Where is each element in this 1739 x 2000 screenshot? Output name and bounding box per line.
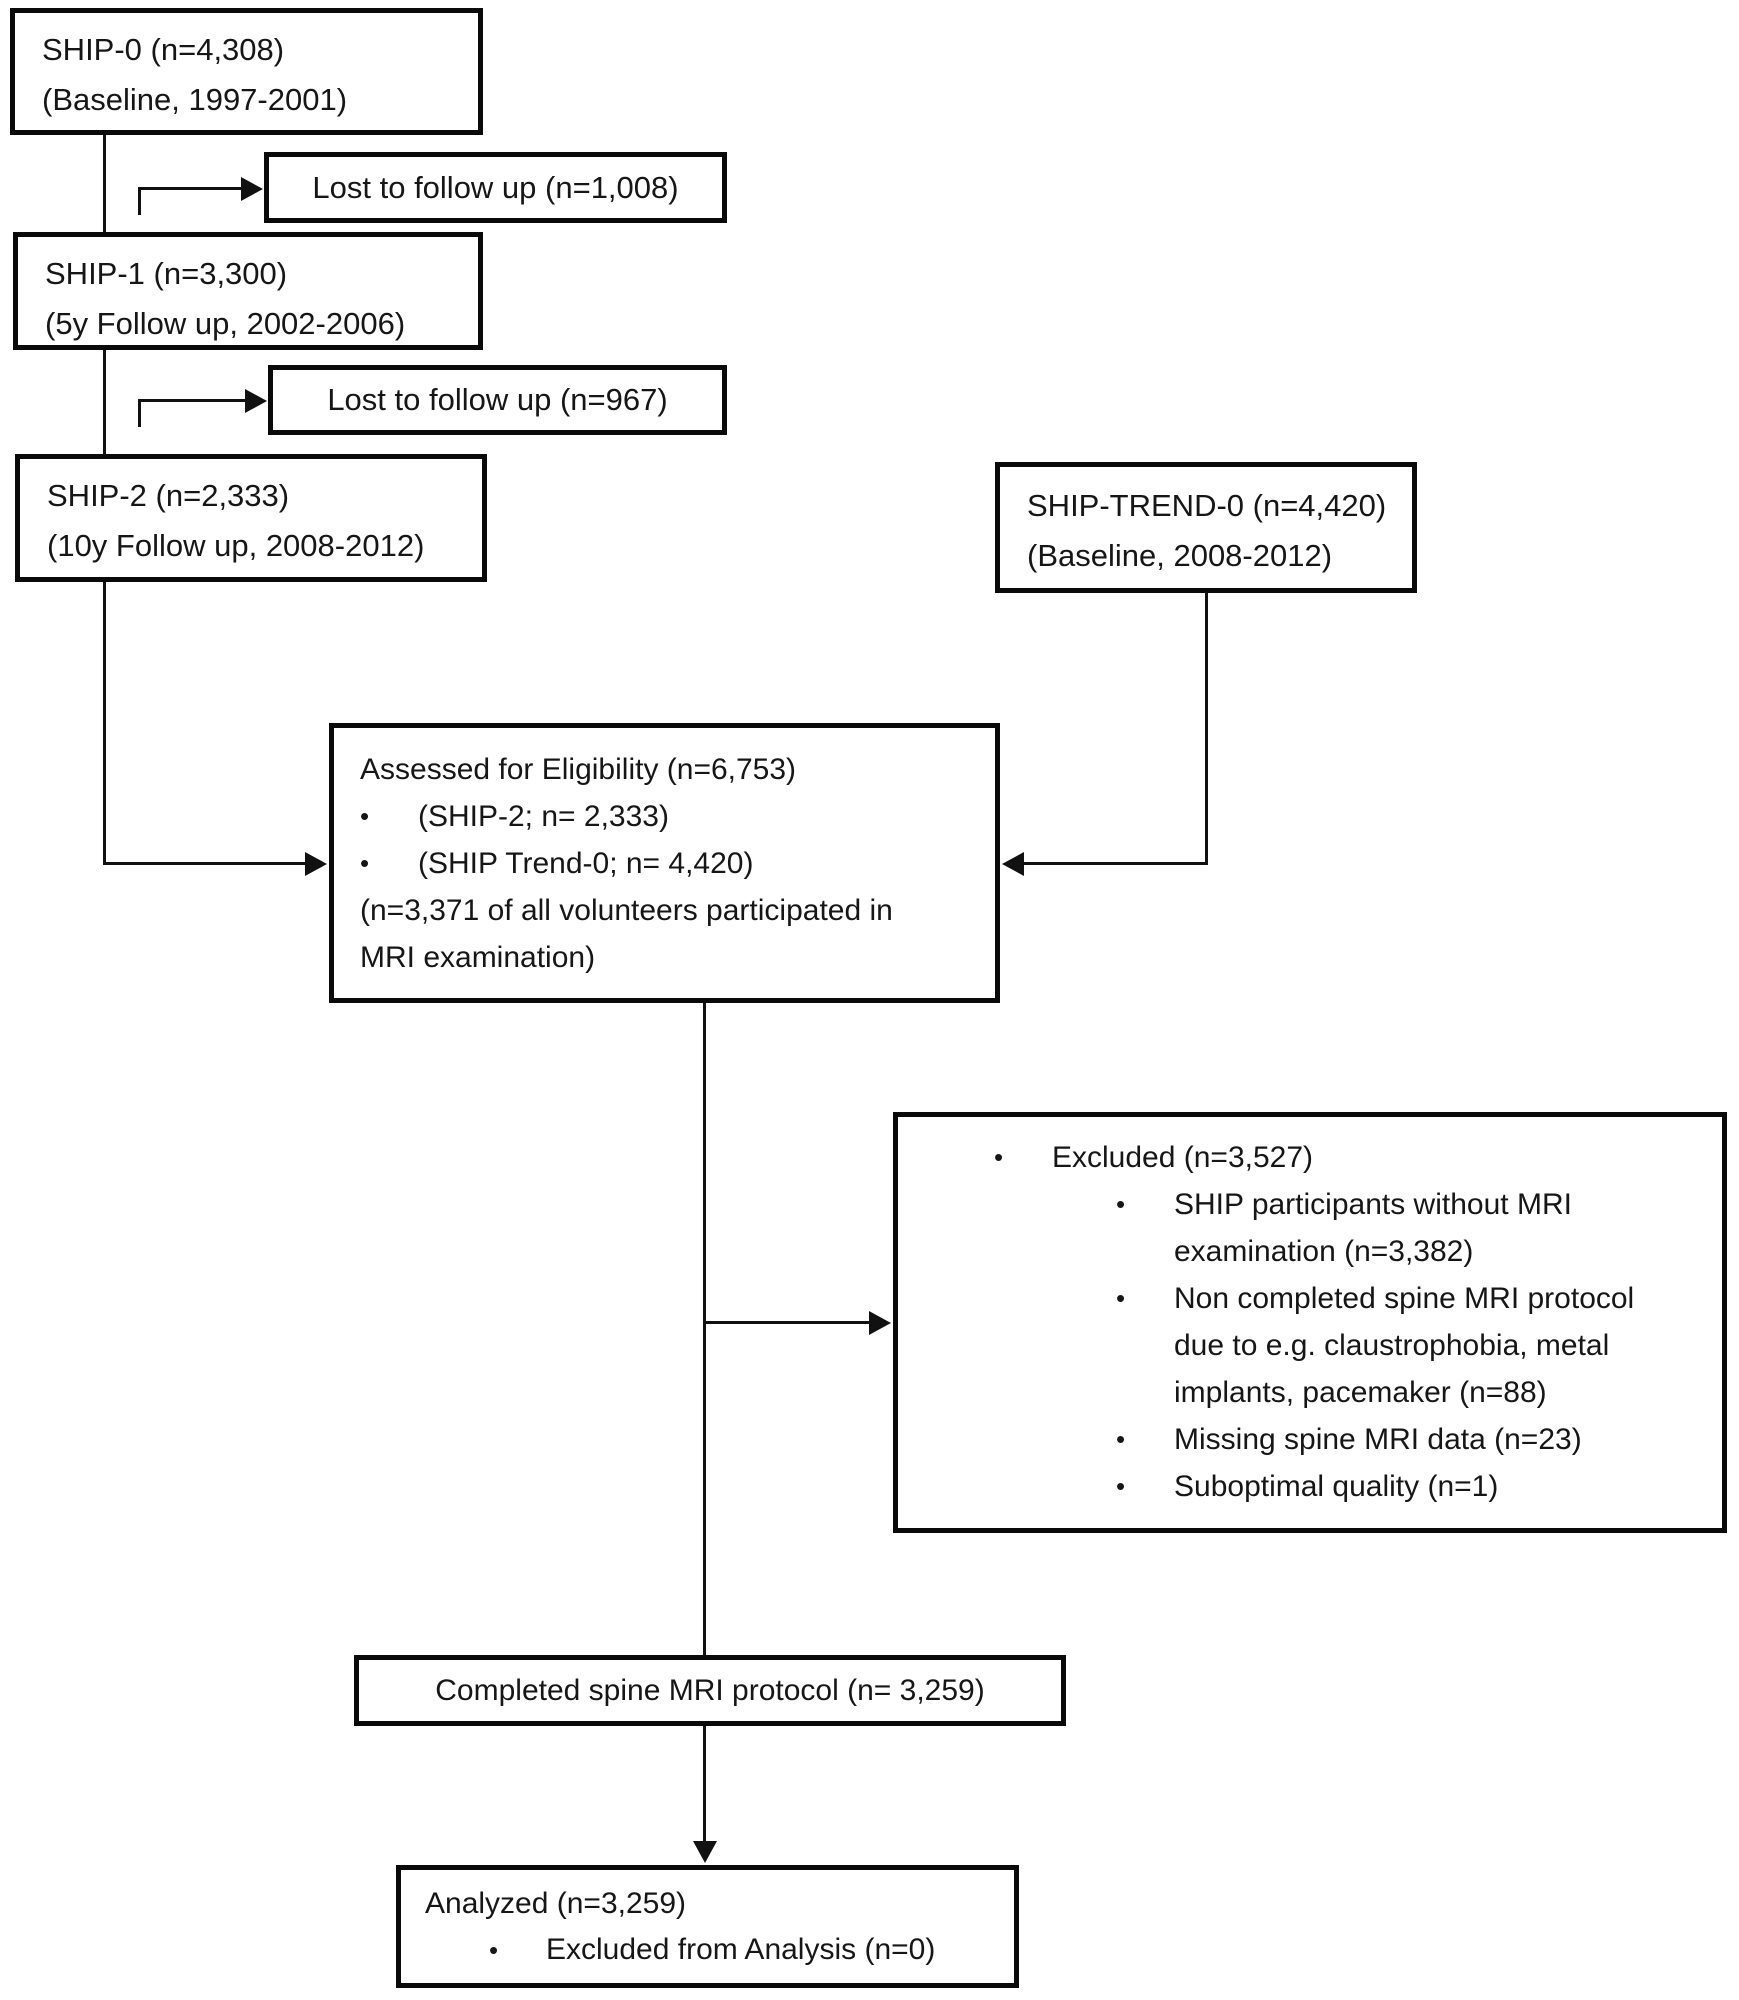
excluded-sub-item-1-text: SHIP participants without MRI examinatio… <box>1174 1181 1708 1275</box>
excluded-title-text: Excluded (n=3,527) <box>1052 1141 1314 1174</box>
box-lost-to-follow-up-1: Lost to follow up (n=1,008) <box>264 152 727 223</box>
assessed-bullet-item-1: • (SHIP-2; n= 2,333) <box>360 793 983 840</box>
bullet-marker: • <box>489 1935 499 1965</box>
excluded-sub-item-2-line3: implants, pacemaker (n=88) <box>1174 1376 1547 1409</box>
box-lost-to-follow-up-1-label: Lost to follow up (n=1,008) <box>312 169 679 205</box>
box-ship-trend-0-line2: (Baseline, 2008-2012) <box>1027 538 1333 573</box>
box-completed-spine-mri-protocol: Completed spine MRI protocol (n= 3,259) <box>354 1655 1066 1726</box>
excluded-sub-item-1-line1: SHIP participants without MRI <box>1174 1188 1572 1221</box>
connector-lost1-horizontal <box>138 187 242 190</box>
box-ship-0-line1: SHIP-0 (n=4,308) <box>42 32 285 67</box>
box-ship-0: SHIP-0 (n=4,308) (Baseline, 1997-2001) <box>10 8 483 135</box>
box-ship-1-line1: SHIP-1 (n=3,300) <box>45 256 288 291</box>
arrowhead-down-analyzed <box>693 1841 717 1863</box>
arrowhead-left-assessed <box>1002 852 1024 876</box>
connector-assessed-completed <box>703 1003 706 1655</box>
box-excluded: • Excluded (n=3,527) • SHIP participants… <box>893 1112 1727 1533</box>
box-ship-2: SHIP-2 (n=2,333) (10y Follow up, 2008-20… <box>15 454 487 582</box>
assessed-bullet-item-2: • (SHIP Trend-0; n= 4,420) <box>360 840 983 887</box>
bullet-marker: • <box>994 1142 1004 1172</box>
excluded-sub-item-2-line1: Non completed spine MRI protocol <box>1174 1282 1635 1315</box>
connector-ship0-ship1 <box>103 135 106 232</box>
analyzed-bullet-item-text: Excluded from Analysis (n=0) <box>546 1933 936 1966</box>
analyzed-bullet-item: • Excluded from Analysis (n=0) <box>489 1927 1004 1973</box>
connector-completed-analyzed <box>703 1726 706 1843</box>
box-completed-label: Completed spine MRI protocol (n= 3,259) <box>435 1674 985 1707</box>
box-analyzed: Analyzed (n=3,259) • Excluded from Analy… <box>396 1865 1019 1988</box>
analyzed-line1: Analyzed (n=3,259) <box>425 1887 687 1920</box>
assessed-bullet-item-1-text: (SHIP-2; n= 2,333) <box>418 800 669 833</box>
box-assessed-for-eligibility: Assessed for Eligibility (n=6,753) • (SH… <box>329 723 1000 1003</box>
arrowhead-right-lost2 <box>245 389 267 413</box>
connector-lost2-horizontal <box>138 399 246 402</box>
bullet-marker: • <box>1116 1471 1126 1501</box>
box-ship-0-line2: (Baseline, 1997-2001) <box>42 82 348 117</box>
box-ship-1-line2: (5y Follow up, 2002-2006) <box>45 306 406 341</box>
excluded-sub-item-4-text: Suboptimal quality (n=1) <box>1174 1470 1499 1503</box>
bullet-marker: • <box>1116 1189 1126 1219</box>
connector-ship1-ship2 <box>103 350 106 454</box>
assessed-title: Assessed for Eligibility (n=6,753) <box>360 753 797 786</box>
arrowhead-right-excluded <box>869 1311 891 1335</box>
arrowhead-right-assessed <box>305 852 327 876</box>
assessed-note-line2: MRI examination) <box>360 941 596 974</box>
assessed-note-line1: (n=3,371 of all volunteers participated … <box>360 894 893 927</box>
box-ship-trend-0: SHIP-TREND-0 (n=4,420) (Baseline, 2008-2… <box>995 462 1417 593</box>
excluded-sub-item-1: • SHIP participants without MRI examinat… <box>1116 1181 1708 1275</box>
excluded-sub-item-2: • Non completed spine MRI protocol due t… <box>1116 1275 1708 1416</box>
assessed-bullet-item-2-text: (SHIP Trend-0; n= 4,420) <box>418 847 754 880</box>
connector-trend0-assessed <box>1024 862 1208 865</box>
excluded-sub-item-2-line2: due to e.g. claustrophobia, metal <box>1174 1329 1610 1362</box>
box-ship-2-line2: (10y Follow up, 2008-2012) <box>47 528 425 563</box>
bullet-marker: • <box>360 848 370 878</box>
connector-ship2-assessed <box>103 862 307 865</box>
box-ship-trend-0-line1: SHIP-TREND-0 (n=4,420) <box>1027 488 1387 523</box>
connector-ship2-down <box>103 582 106 865</box>
connector-trend0-down <box>1205 592 1208 864</box>
box-lost-to-follow-up-2-label: Lost to follow up (n=967) <box>327 382 668 417</box>
arrowhead-right-lost1 <box>241 177 263 201</box>
excluded-sub-item-1-line2: examination (n=3,382) <box>1174 1235 1474 1268</box>
excluded-sub-item-3: • Missing spine MRI data (n=23) <box>1116 1416 1708 1463</box>
excluded-sub-item-2-text: Non completed spine MRI protocol due to … <box>1174 1275 1708 1416</box>
connector-branch-excluded <box>703 1321 871 1324</box>
box-lost-to-follow-up-2: Lost to follow up (n=967) <box>268 365 727 435</box>
excluded-sub-item-4: • Suboptimal quality (n=1) <box>1116 1463 1708 1510</box>
bullet-marker: • <box>360 801 370 831</box>
excluded-title-item: • Excluded (n=3,527) <box>994 1134 1708 1181</box>
bullet-marker: • <box>1116 1283 1126 1313</box>
excluded-sub-item-3-text: Missing spine MRI data (n=23) <box>1174 1423 1582 1456</box>
bullet-marker: • <box>1116 1424 1126 1454</box>
box-ship-1: SHIP-1 (n=3,300) (5y Follow up, 2002-200… <box>13 232 483 350</box>
connector-lost2-stub <box>138 399 141 427</box>
box-ship-2-line1: SHIP-2 (n=2,333) <box>47 478 290 513</box>
connector-lost1-stub <box>138 187 141 215</box>
